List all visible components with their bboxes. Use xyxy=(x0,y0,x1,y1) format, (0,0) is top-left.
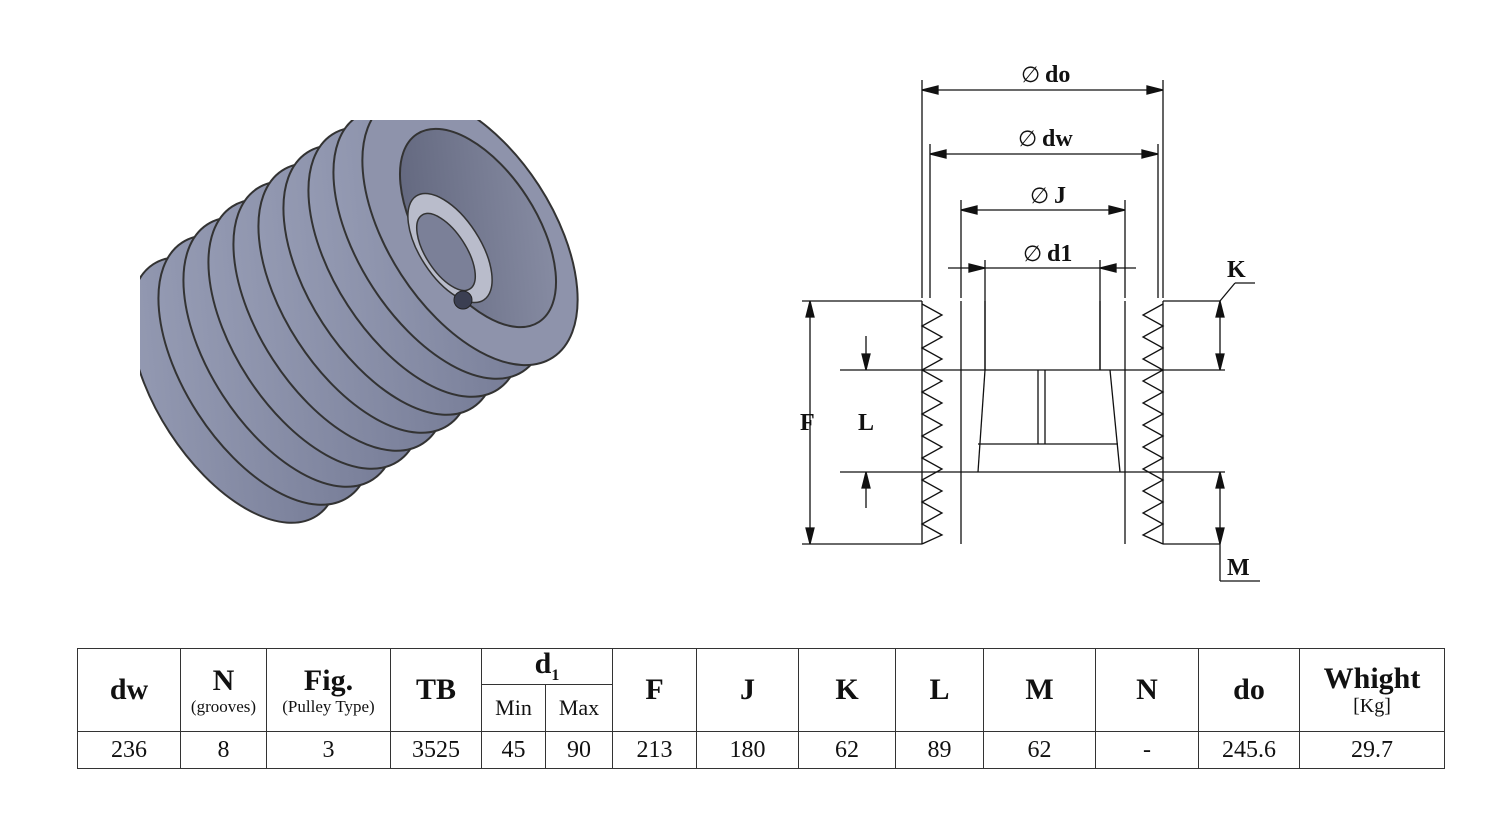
header-d1-max: Max xyxy=(545,684,613,732)
pulley-3d-illustration xyxy=(140,120,579,524)
header-dw: dw xyxy=(77,648,181,732)
cell-m: 62 xyxy=(983,731,1096,769)
spec-table: dw N (grooves) Fig. (Pulley Type) TB d1 … xyxy=(77,648,1445,769)
label-f: F xyxy=(800,410,815,436)
label-j: J xyxy=(1054,183,1066,209)
cell-weight: 29.7 xyxy=(1299,731,1445,769)
diameter-symbol-d1: ∅ xyxy=(1023,242,1042,267)
header-f: F xyxy=(612,648,697,732)
cell-n2: - xyxy=(1095,731,1199,769)
cell-d1-min: 45 xyxy=(481,731,546,769)
header-weight-sub: [Kg] xyxy=(1353,695,1391,717)
label-d1: d1 xyxy=(1047,241,1072,267)
cell-d1-max: 90 xyxy=(545,731,613,769)
diameter-symbol-dw: ∅ xyxy=(1018,127,1037,152)
table-subheader-row: Min Max xyxy=(78,684,1445,732)
label-do: do xyxy=(1045,62,1070,88)
cell-f: 213 xyxy=(612,731,697,769)
header-j: J xyxy=(696,648,799,732)
label-dw: dw xyxy=(1042,126,1073,152)
header-weight: Whight [Kg] xyxy=(1299,648,1445,732)
header-fig-sub: (Pulley Type) xyxy=(282,696,375,716)
header-weight-label: Whight xyxy=(1323,662,1421,695)
header-fig: Fig. (Pulley Type) xyxy=(266,648,391,732)
header-k: K xyxy=(798,648,896,732)
header-d1-sub: 1 xyxy=(551,667,560,684)
header-m: M xyxy=(983,648,1096,732)
header-d1: d1 xyxy=(481,647,613,685)
header-d1-label: d xyxy=(534,647,552,680)
cell-fig: 3 xyxy=(266,731,391,769)
cell-do: 245.6 xyxy=(1198,731,1300,769)
header-tb: TB xyxy=(390,648,482,732)
cell-dw: 236 xyxy=(77,731,181,769)
header-n: N (grooves) xyxy=(180,648,267,732)
header-l: L xyxy=(895,648,984,732)
header-n-sub: (grooves) xyxy=(190,696,257,716)
cell-j: 180 xyxy=(696,731,799,769)
header-n-label: N xyxy=(212,663,235,697)
diameter-symbol-j: ∅ xyxy=(1030,184,1049,209)
cell-tb: 3525 xyxy=(390,731,482,769)
header-fig-label: Fig. xyxy=(303,663,354,697)
label-m: M xyxy=(1227,555,1250,581)
header-do: do xyxy=(1198,648,1300,732)
pulley-front-face xyxy=(361,120,579,367)
cell-n: 8 xyxy=(180,731,267,769)
table-header-row: dw N (grooves) Fig. (Pulley Type) TB d1 … xyxy=(77,647,1445,732)
cross-section-drawing: ∅ do ∅ dw ∅ J ∅ d1 K F L M xyxy=(800,62,1260,582)
cell-k: 62 xyxy=(798,731,896,769)
diameter-symbol-do: ∅ xyxy=(1021,63,1040,88)
label-l: L xyxy=(858,410,874,436)
header-n2: N xyxy=(1095,648,1199,732)
header-d1-min: Min xyxy=(481,684,546,732)
label-k: K xyxy=(1227,257,1246,283)
cell-l: 89 xyxy=(895,731,984,769)
table-row: 236 8 3 3525 45 90 213 180 62 89 62 - 24… xyxy=(77,731,1445,769)
